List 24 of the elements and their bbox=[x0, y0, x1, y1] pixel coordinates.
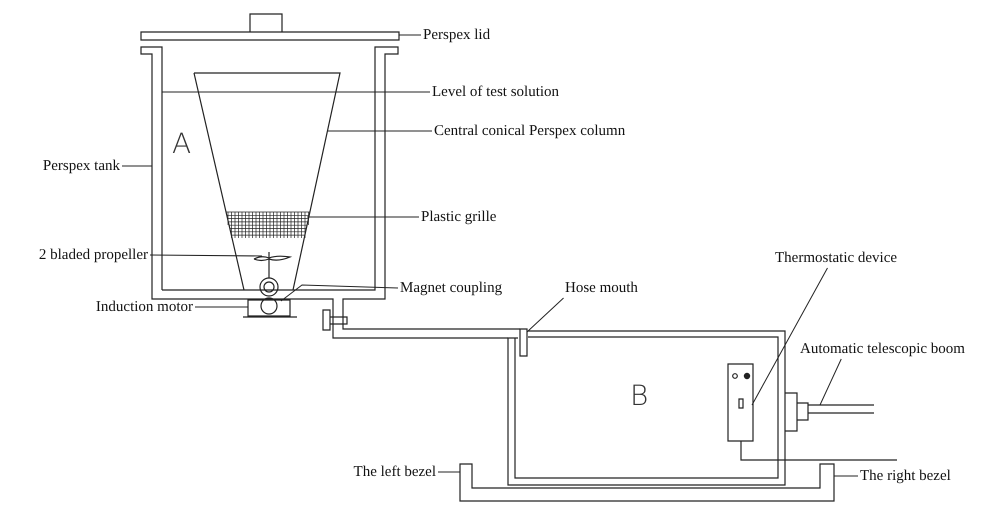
part-label: Magnet coupling bbox=[400, 279, 502, 297]
part-label: Automatic telescopic boom bbox=[800, 340, 965, 358]
part-label: Plastic grille bbox=[421, 208, 496, 226]
leader-line bbox=[306, 216, 420, 218]
part-label: 2 bladed propeller bbox=[38, 246, 148, 264]
part-label: Perspex tank bbox=[42, 157, 120, 175]
part-label: Central conical Perspex column bbox=[434, 122, 626, 140]
part-label: The left bezel bbox=[354, 463, 436, 481]
part-label: Hose mouth bbox=[565, 279, 638, 297]
leader-line bbox=[150, 254, 262, 256]
leader-line bbox=[526, 298, 564, 332]
leader-line bbox=[752, 268, 828, 406]
tank-letter: B bbox=[630, 381, 648, 411]
leader-line bbox=[328, 130, 432, 132]
part-label: Induction motor bbox=[96, 298, 193, 316]
leader-line bbox=[398, 34, 422, 36]
part-label: Level of test solution bbox=[432, 83, 560, 101]
leader-line bbox=[194, 306, 248, 308]
tank-letter: A bbox=[172, 129, 192, 159]
leader-line bbox=[820, 358, 842, 406]
part-label: The right bezel bbox=[860, 467, 951, 485]
leader-line bbox=[280, 284, 398, 302]
part-label: Thermostatic device bbox=[775, 249, 898, 267]
part-label: Perspex lid bbox=[423, 26, 490, 44]
